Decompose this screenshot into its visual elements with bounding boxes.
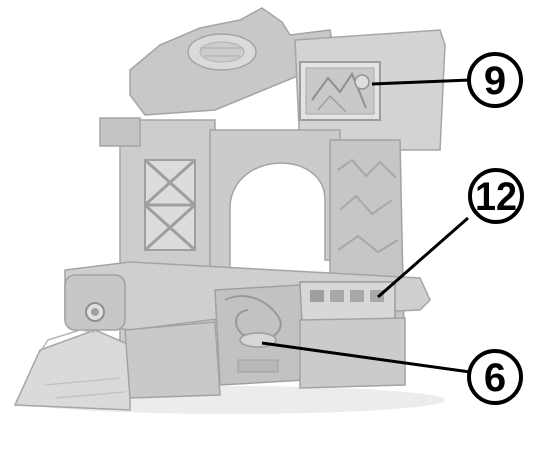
callout-6: 6 (467, 349, 523, 405)
leader-line-9 (371, 78, 471, 86)
leader-line-12 (377, 216, 469, 299)
callout-label-6: 6 (484, 356, 506, 400)
playset-illustration (13, 7, 446, 414)
callout-12: 12 (468, 168, 524, 224)
leader-line-6 (261, 341, 471, 374)
callout-label-9: 9 (484, 59, 506, 103)
callout-label-12: 12 (475, 175, 517, 219)
leader-lines (261, 78, 471, 374)
callout-9: 9 (467, 52, 523, 108)
